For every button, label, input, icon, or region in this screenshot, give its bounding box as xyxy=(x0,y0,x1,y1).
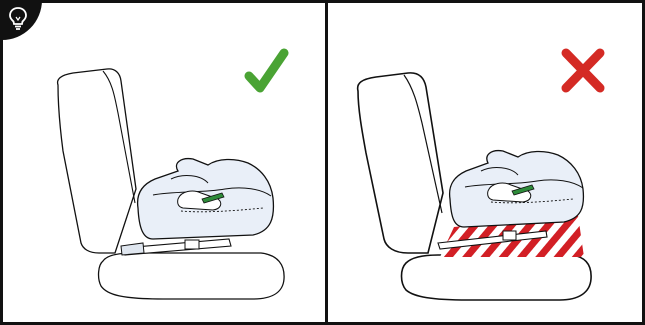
incorrect-install-illustration xyxy=(328,3,645,325)
checkmark-icon xyxy=(249,53,284,88)
vehicle-seat-backrest xyxy=(58,69,136,253)
vehicle-seat-backrest xyxy=(358,73,443,253)
vehicle-seat-cushion xyxy=(99,253,285,299)
cross-icon xyxy=(566,53,600,88)
panel-correct xyxy=(3,3,325,322)
vehicle-seat-cushion xyxy=(402,255,592,300)
panel-incorrect xyxy=(328,3,645,322)
correct-install-illustration xyxy=(3,3,325,325)
